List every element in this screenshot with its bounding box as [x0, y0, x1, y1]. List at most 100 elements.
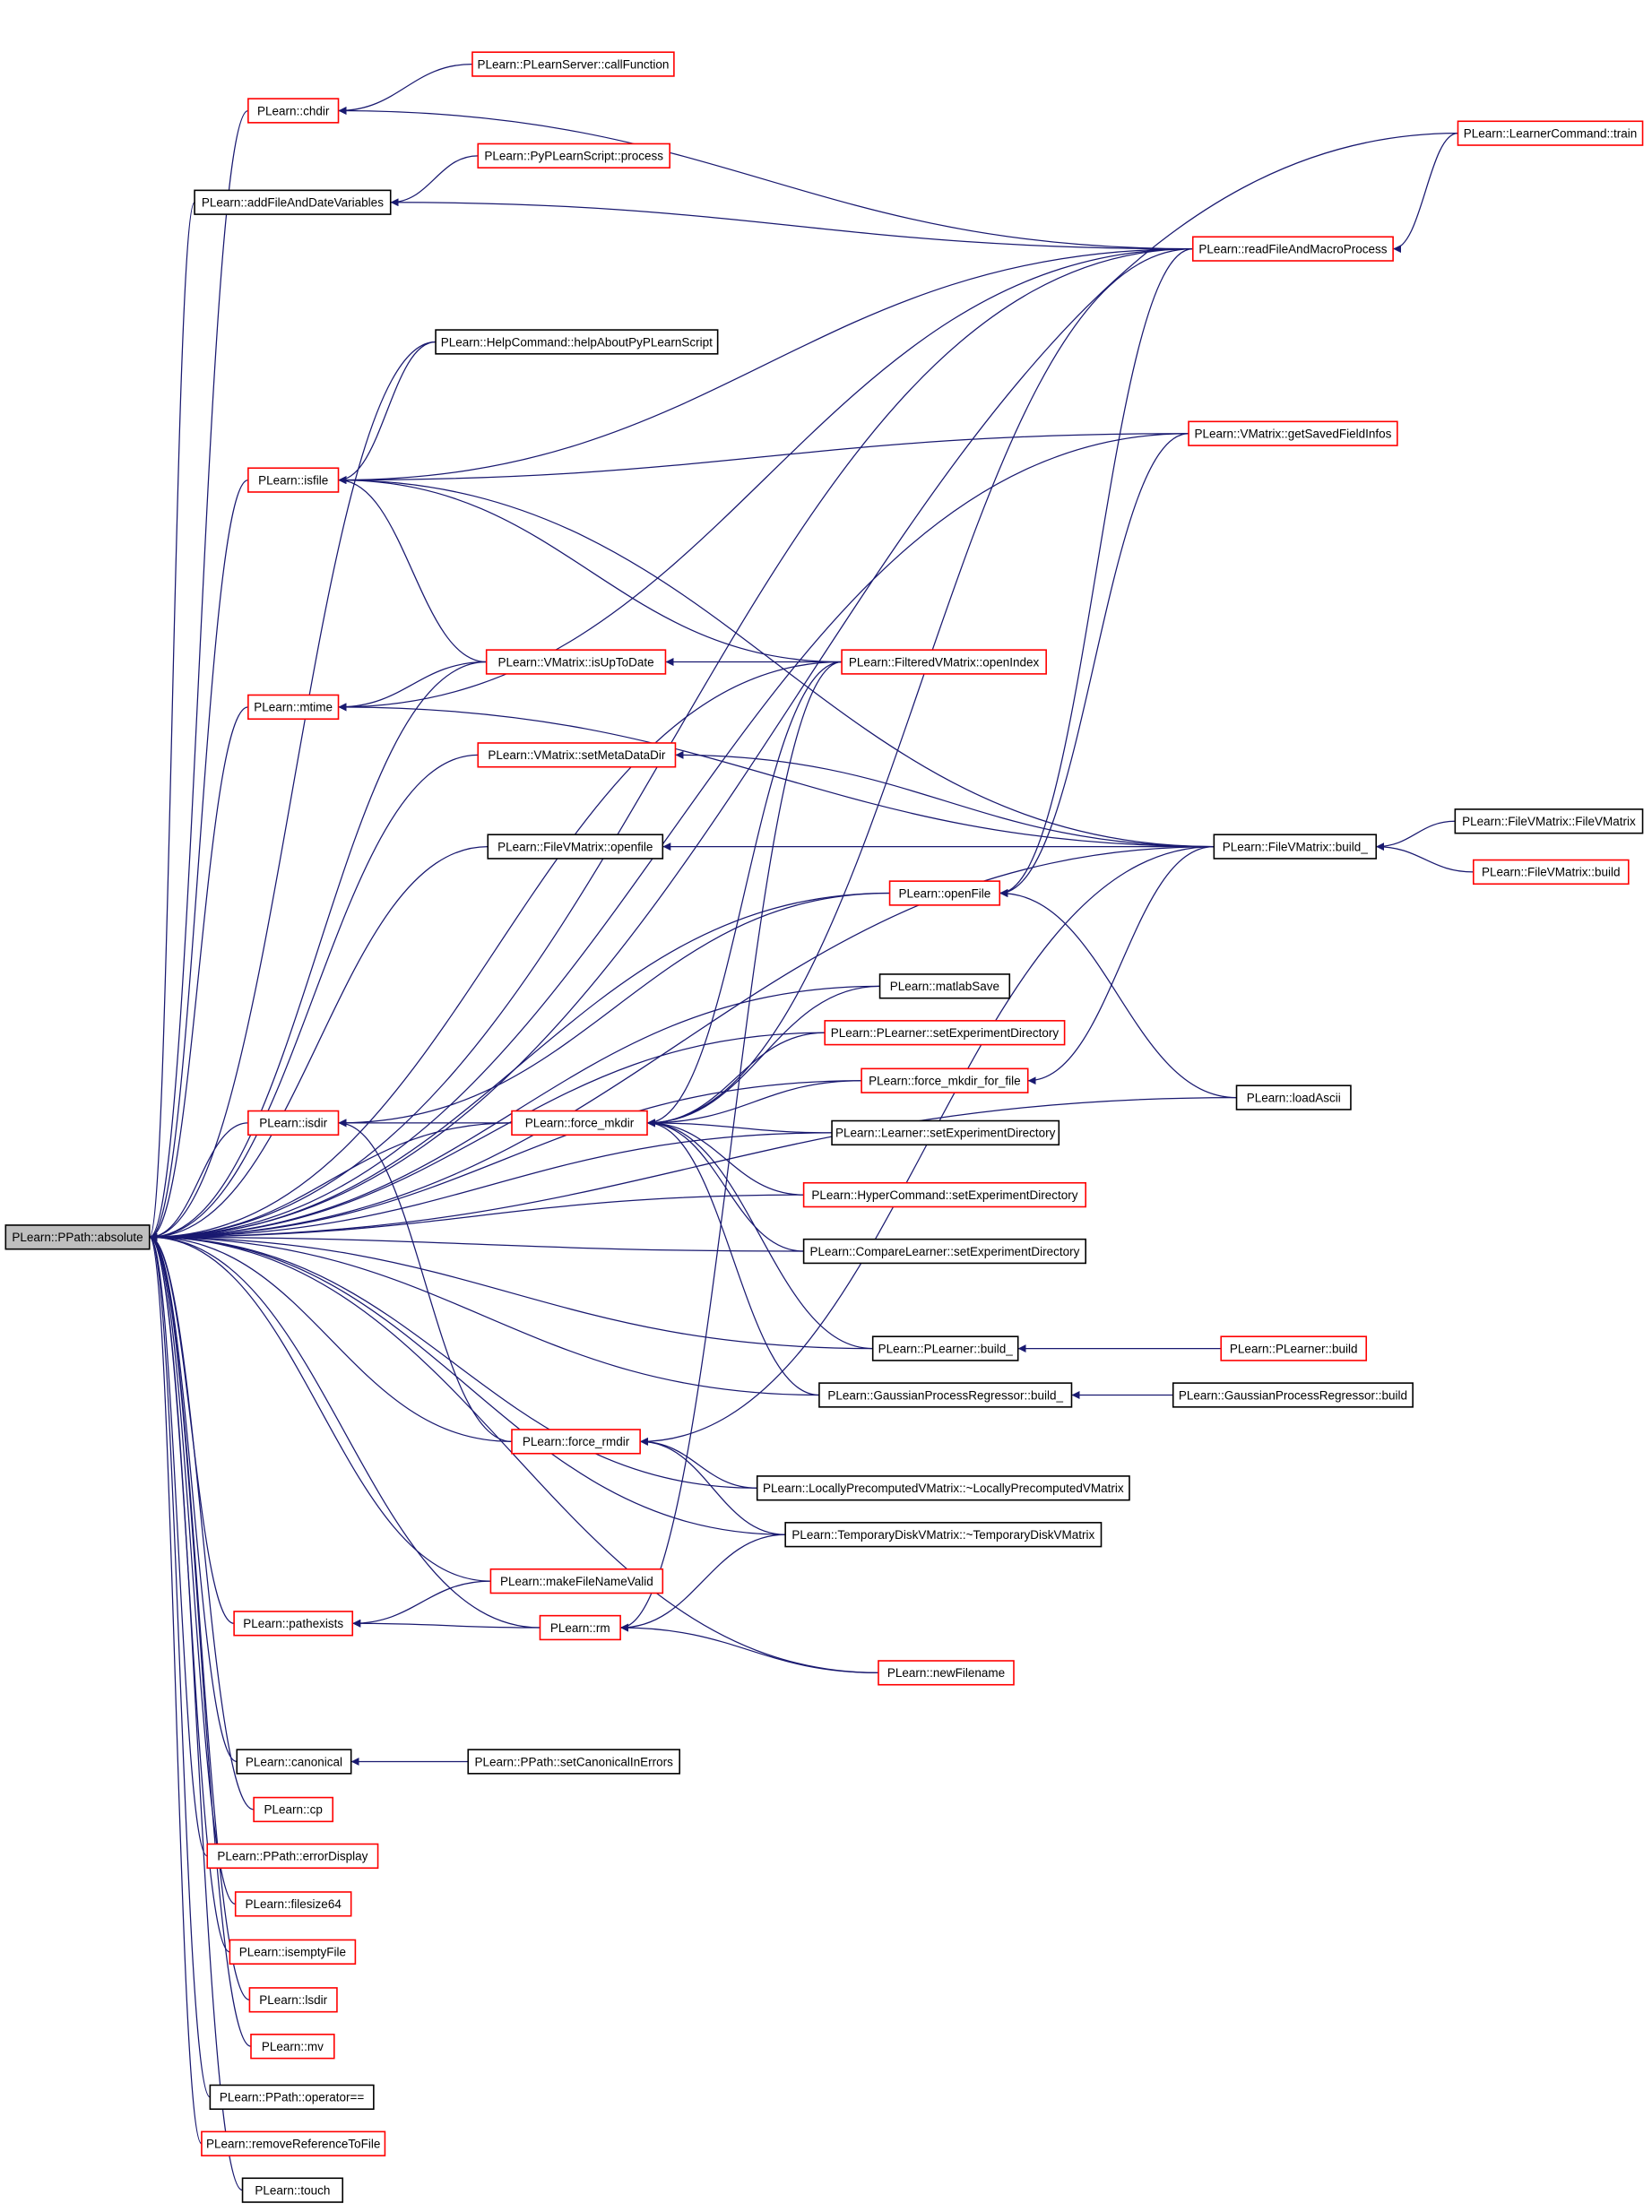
- node-cp[interactable]: PLearn::cp: [253, 1796, 334, 1823]
- edge-pl-build--to-absolute: [149, 1232, 873, 1350]
- edge-is-up-to-date-to-isfile: [338, 476, 487, 663]
- edge-open-file-to-absolute: [149, 892, 890, 1241]
- node-label: PLearn::FileVMatrix::openfile: [497, 840, 653, 853]
- node-label: PLearn::cp: [264, 1803, 323, 1817]
- node-label: PLearn::filesize64: [246, 1897, 342, 1911]
- node-set-meta-data-dir[interactable]: PLearn::VMatrix::setMetaDataDir: [477, 742, 677, 768]
- node-get-saved-field-infos[interactable]: PLearn::VMatrix::getSavedFieldInfos: [1188, 420, 1398, 446]
- node-cl-set-exp-dir[interactable]: PLearn::CompareLearner::setExperimentDir…: [802, 1238, 1087, 1265]
- node-tdvm-dtor[interactable]: PLearn::TemporaryDiskVMatrix::~Temporary…: [784, 1522, 1103, 1548]
- node-label: PLearn::loadAscii: [1247, 1091, 1341, 1104]
- node-gpr-build-[interactable]: PLearn::GaussianProcessRegressor::build_: [818, 1382, 1073, 1408]
- node-gpr-build[interactable]: PLearn::GaussianProcessRegressor::build: [1172, 1382, 1414, 1408]
- node-label: PLearn::makeFileNameValid: [500, 1575, 653, 1588]
- node-rm[interactable]: PLearn::rm: [539, 1614, 621, 1641]
- node-label: PLearn::PPath::operator==: [220, 2091, 364, 2104]
- node-fvm-ctor[interactable]: PLearn::FileVMatrix::FileVMatrix: [1454, 808, 1644, 834]
- node-isempty-file[interactable]: PLearn::isemptyFile: [229, 1939, 357, 1965]
- node-box: [477, 143, 670, 168]
- node-label: PLearn::mtime: [254, 701, 333, 714]
- edge-read-file-macro-to-chdir: [338, 106, 1193, 250]
- node-chdir[interactable]: PLearn::chdir: [247, 98, 340, 124]
- node-set-canonical[interactable]: PLearn::PPath::setCanonicalInErrors: [467, 1749, 680, 1775]
- node-box: [253, 1796, 334, 1823]
- node-canonical[interactable]: PLearn::canonical: [236, 1749, 352, 1775]
- node-label: PLearn::PPath::setCanonicalInErrors: [475, 1755, 674, 1768]
- node-label: PLearn::FileVMatrix::build_: [1223, 840, 1369, 853]
- node-l-set-exp-dir[interactable]: PLearn::Learner::setExperimentDirectory: [831, 1119, 1060, 1146]
- node-box: [477, 742, 677, 768]
- node-force-mkdir-file[interactable]: PLearn::force_mkdir_for_file: [861, 1067, 1029, 1093]
- node-isfile[interactable]: PLearn::isfile: [247, 467, 340, 493]
- node-call-function[interactable]: PLearn::PLearnServer::callFunction: [471, 51, 675, 77]
- node-remove-ref[interactable]: PLearn::removeReferenceToFile: [201, 2130, 386, 2156]
- node-matlab-save[interactable]: PLearn::matlabSave: [878, 973, 1011, 999]
- node-box: [802, 1238, 1087, 1265]
- node-learner-train[interactable]: PLearn::LearnerCommand::train: [1457, 120, 1644, 146]
- edge-l-set-exp-dir-to-absolute: [149, 1132, 833, 1241]
- edge-open-index-to-isfile: [338, 476, 843, 663]
- edge-rm-to-absolute: [149, 1232, 541, 1629]
- node-fvm-build[interactable]: PLearn::FileVMatrix::build: [1472, 859, 1630, 886]
- node-op-eq[interactable]: PLearn::PPath::operator==: [209, 2084, 375, 2111]
- node-fvm-build-[interactable]: PLearn::FileVMatrix::build_: [1213, 834, 1378, 860]
- node-hc-set-exp-dir[interactable]: PLearn::HyperCommand::setExperimentDirec…: [802, 1181, 1087, 1208]
- edge-fvm-build--to-set-meta-data-dir: [675, 750, 1215, 848]
- edge-lpvm-dtor-to-force-rmdir: [640, 1437, 757, 1489]
- node-is-up-to-date[interactable]: PLearn::VMatrix::isUpToDate: [485, 649, 667, 675]
- node-label: PLearn::LocallyPrecomputedVMatrix::~Loca…: [763, 1482, 1124, 1495]
- node-load-ascii[interactable]: PLearn::loadAscii: [1235, 1084, 1352, 1110]
- edge-help-about-to-isfile: [338, 341, 437, 485]
- node-make-file-name-valid[interactable]: PLearn::makeFileNameValid: [489, 1568, 664, 1594]
- node-box: [1457, 120, 1644, 146]
- node-openfile[interactable]: PLearn::FileVMatrix::openfile: [487, 834, 664, 860]
- edge-mv-to-absolute: [149, 1232, 252, 2047]
- edge-call-function-to-chdir: [338, 63, 472, 115]
- node-box: [1472, 859, 1630, 886]
- node-box: [236, 1749, 352, 1775]
- node-force-rmdir[interactable]: PLearn::force_rmdir: [511, 1429, 641, 1455]
- node-box: [201, 2130, 386, 2156]
- node-read-file-macro[interactable]: PLearn::readFileAndMacroProcess: [1191, 236, 1394, 262]
- node-label: PLearn::PPath::errorDisplay: [217, 1850, 368, 1863]
- node-pl-build[interactable]: PLearn::PLearner::build: [1220, 1335, 1368, 1361]
- node-py-process[interactable]: PLearn::PyPLearnScript::process: [477, 143, 670, 168]
- edge-force-mkdir-file-to-absolute: [149, 1080, 862, 1241]
- node-lpvm-dtor[interactable]: PLearn::LocallyPrecomputedVMatrix::~Loca…: [756, 1475, 1130, 1501]
- node-help-about[interactable]: PLearn::HelpCommand::helpAboutPyPLearnSc…: [435, 329, 719, 355]
- node-box: [247, 1110, 340, 1136]
- root-node-absolute[interactable]: PLearn::PPath::absolute: [4, 1224, 151, 1250]
- node-lsdir[interactable]: PLearn::lsdir: [248, 1987, 338, 2013]
- node-box: [248, 1987, 338, 2013]
- node-mtime[interactable]: PLearn::mtime: [247, 694, 340, 721]
- node-pl-build-[interactable]: PLearn::PLearner::build_: [871, 1335, 1019, 1361]
- node-open-file[interactable]: PLearn::openFile: [888, 880, 1001, 906]
- node-label: PLearn::CompareLearner::setExperimentDir…: [809, 1245, 1079, 1258]
- node-filesize64[interactable]: PLearn::filesize64: [234, 1891, 352, 1917]
- node-label: PLearn::isdir: [259, 1117, 327, 1130]
- node-error-display[interactable]: PLearn::PPath::errorDisplay: [206, 1843, 379, 1870]
- edge-force-rmdir-to-absolute: [149, 1232, 512, 1443]
- edge-tdvm-dtor-to-rm: [620, 1534, 786, 1632]
- node-mv[interactable]: PLearn::mv: [250, 2034, 335, 2060]
- node-box: [247, 467, 340, 493]
- edge-learner-train-to-read-file-macro: [1393, 133, 1458, 254]
- node-force-mkdir[interactable]: PLearn::force_mkdir: [511, 1110, 648, 1136]
- node-pl-set-exp-dir[interactable]: PLearn::PLearner::setExperimentDirectory: [824, 1020, 1066, 1046]
- edge-set-meta-data-dir-to-absolute: [149, 754, 479, 1241]
- node-box: [467, 1749, 680, 1775]
- node-box: [1235, 1084, 1352, 1110]
- node-new-filename[interactable]: PLearn::newFilename: [878, 1660, 1015, 1686]
- node-touch[interactable]: PLearn::touch: [241, 2177, 344, 2203]
- node-label: PLearn::newFilename: [887, 1666, 1005, 1680]
- node-add-file-and-date[interactable]: PLearn::addFileAndDateVariables: [194, 189, 392, 215]
- edge-pl-build--to-force-mkdir: [647, 1119, 873, 1350]
- node-box: [194, 189, 392, 215]
- node-box: [756, 1475, 1130, 1501]
- node-box: [435, 329, 719, 355]
- node-isdir[interactable]: PLearn::isdir: [247, 1110, 340, 1136]
- node-box: [4, 1224, 151, 1250]
- node-label: PLearn::Learner::setExperimentDirectory: [835, 1127, 1056, 1140]
- node-pathexists[interactable]: PLearn::pathexists: [233, 1611, 354, 1637]
- node-open-index[interactable]: PLearn::FilteredVMatrix::openIndex: [841, 649, 1047, 675]
